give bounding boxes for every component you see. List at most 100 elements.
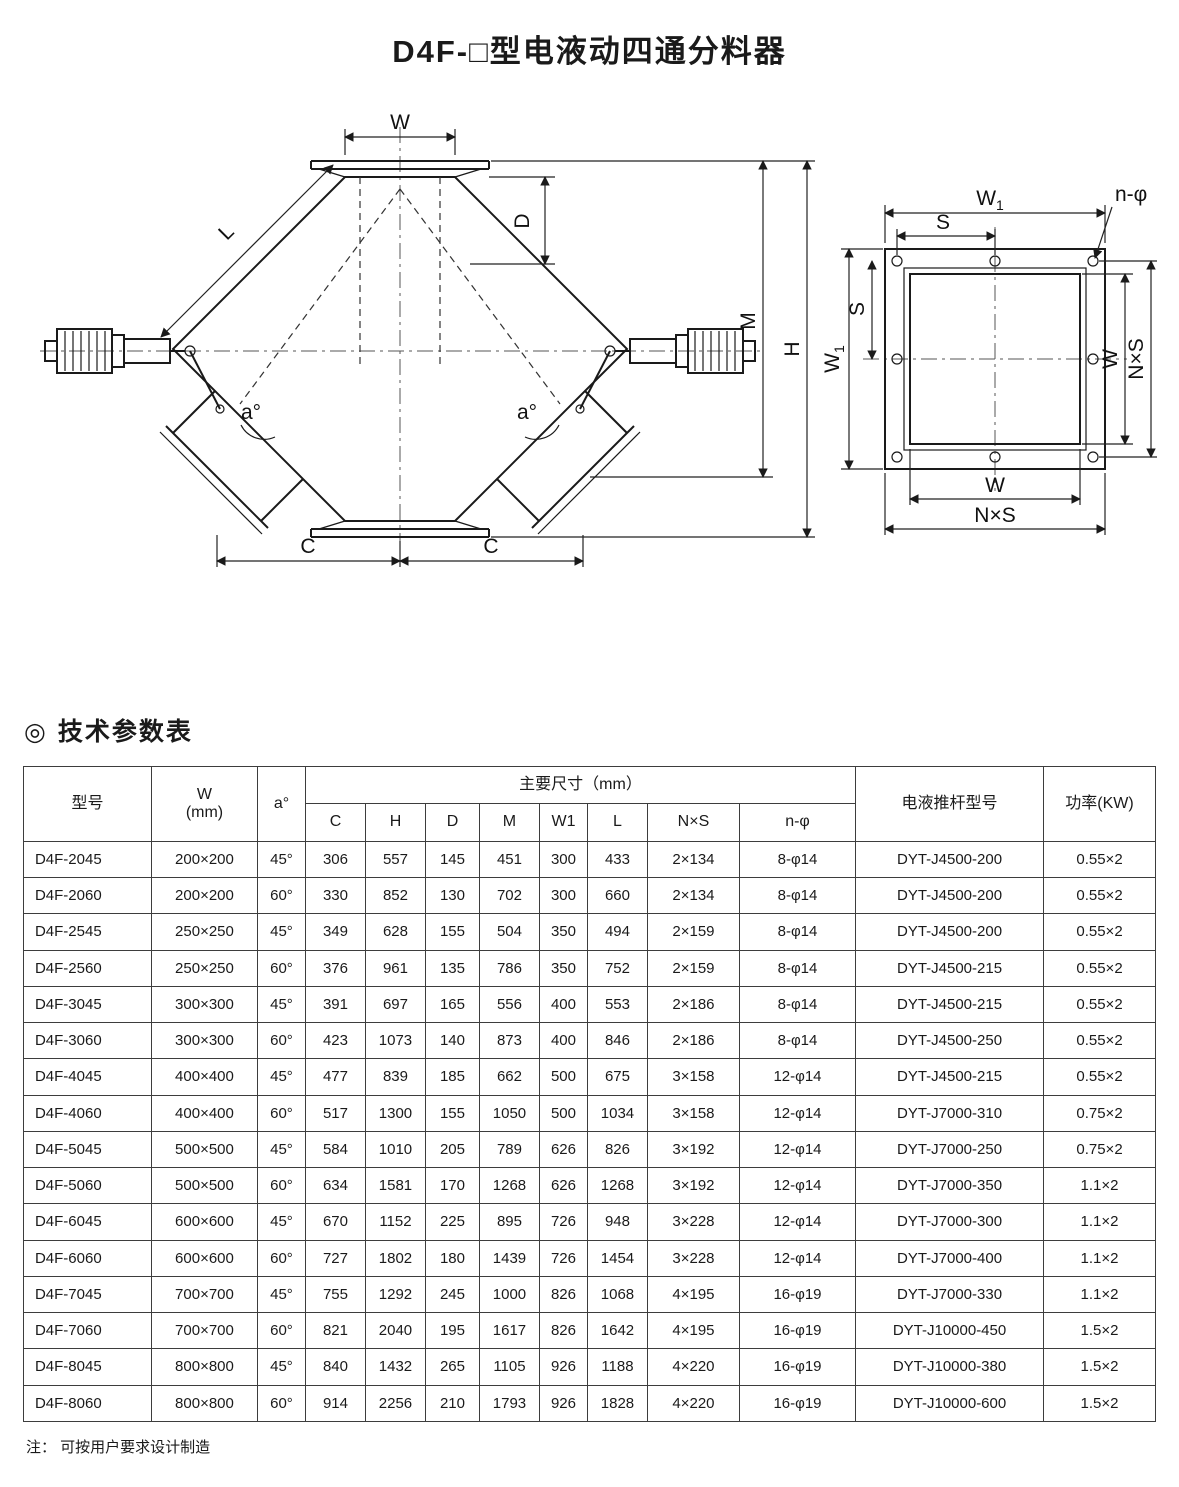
- table-cell: 726: [538, 1239, 588, 1277]
- table-cell: 557: [364, 840, 426, 879]
- table-cell: 376: [304, 949, 366, 987]
- drawing-area: W D L M H: [15, 109, 1165, 584]
- table-cell: D4F-6060: [22, 1239, 152, 1277]
- table-cell: 1439: [478, 1239, 540, 1277]
- col-header-power: 功率(KW): [1043, 766, 1157, 842]
- table-cell: 660: [586, 877, 648, 915]
- col-header-l: L: [586, 803, 648, 842]
- table-cell: 800×800: [150, 1348, 258, 1386]
- table-cell: 155: [424, 913, 480, 951]
- table-cell: 400: [538, 1022, 588, 1060]
- table-cell: 846: [586, 1022, 648, 1060]
- table-cell: 195: [424, 1312, 480, 1350]
- table-cell: 210: [424, 1384, 480, 1422]
- dim-label-ns-bottom: N×S: [974, 504, 1015, 527]
- col-header-h: H: [364, 803, 426, 842]
- col-header-c: C: [304, 803, 366, 842]
- table-cell: 145: [424, 840, 480, 879]
- table-cell: 400×400: [150, 1094, 258, 1132]
- table-cell: DYT-J4500-200: [855, 913, 1045, 951]
- table-cell: 670: [304, 1203, 366, 1241]
- col-header-model: 型号: [22, 766, 152, 842]
- table-cell: 45°: [256, 1203, 306, 1241]
- table-cell: 60°: [256, 1094, 306, 1132]
- dim-label-ns-right: N×S: [1125, 338, 1148, 379]
- table-cell: 12-φ14: [738, 1203, 857, 1241]
- table-cell: 60°: [256, 1167, 306, 1205]
- dim-label-w-right: W: [1099, 349, 1122, 369]
- table-cell: 4×195: [646, 1312, 740, 1350]
- table-cell: 1.5×2: [1043, 1348, 1157, 1386]
- table-cell: 839: [364, 1058, 426, 1096]
- table-cell: 45°: [256, 1275, 306, 1314]
- table-cell: 391: [304, 985, 366, 1024]
- table-cell: D4F-8060: [22, 1384, 152, 1422]
- table-cell: 8-φ14: [738, 985, 857, 1024]
- table-cell: D4F-8045: [22, 1348, 152, 1386]
- table-cell: 628: [364, 913, 426, 951]
- table-cell: D4F-3045: [22, 985, 152, 1024]
- table-cell: 914: [304, 1384, 366, 1422]
- table-cell: 300×300: [150, 1022, 258, 1060]
- dim-label-w1-top: W1: [976, 187, 1004, 213]
- section-heading-text: 技术参数表: [57, 718, 193, 746]
- table-cell: 1.1×2: [1043, 1239, 1157, 1277]
- table-cell: 517: [304, 1094, 366, 1132]
- table-cell: 755: [304, 1275, 366, 1314]
- table-cell: 130: [424, 877, 480, 915]
- table-cell: 1454: [586, 1239, 648, 1277]
- table-cell: 702: [478, 877, 540, 915]
- table-cell: 2256: [364, 1384, 426, 1422]
- table-cell: 1068: [586, 1275, 648, 1314]
- table-cell: 500: [538, 1094, 588, 1132]
- table-cell: 1010: [364, 1130, 426, 1169]
- table-cell: 165: [424, 985, 480, 1024]
- table-cell: 250×250: [150, 949, 258, 987]
- table-cell: 1828: [586, 1384, 648, 1422]
- dim-label-d: D: [511, 213, 534, 228]
- table-cell: 12-φ14: [738, 1167, 857, 1205]
- table-cell: 300: [538, 877, 588, 915]
- table-cell: 8-φ14: [738, 840, 857, 879]
- table-cell: 500×500: [150, 1167, 258, 1205]
- table-cell: 948: [586, 1203, 648, 1241]
- table-cell: DYT-J10000-450: [855, 1312, 1045, 1350]
- header-row-2: C H D M W1 L N×S n-φ: [23, 803, 1155, 842]
- table-cell: 2×134: [646, 840, 740, 879]
- table-cell: 0.55×2: [1043, 1058, 1157, 1096]
- table-cell: DYT-J4500-215: [855, 949, 1045, 987]
- section-marker-icon: ◎: [24, 718, 48, 746]
- table-cell: DYT-J7000-350: [855, 1167, 1045, 1205]
- table-cell: 726: [538, 1203, 588, 1241]
- dim-label-c-left: C: [300, 535, 315, 558]
- table-cell: 45°: [256, 985, 306, 1024]
- table-cell: 800×800: [150, 1384, 258, 1422]
- table-cell: D4F-4045: [22, 1058, 152, 1096]
- table-cell: 1432: [364, 1348, 426, 1386]
- col-header-w1: W1: [538, 803, 588, 842]
- table-cell: 45°: [256, 1348, 306, 1386]
- table-cell: 1188: [586, 1348, 648, 1386]
- table-cell: 12-φ14: [738, 1239, 857, 1277]
- table-cell: 1617: [478, 1312, 540, 1350]
- table-cell: 0.55×2: [1043, 1022, 1157, 1060]
- table-cell: 1268: [586, 1167, 648, 1205]
- table-cell: 423: [304, 1022, 366, 1060]
- table-cell: 12-φ14: [738, 1130, 857, 1169]
- table-cell: 2×159: [646, 913, 740, 951]
- header-row-1: 型号 W (mm) a° 主要尺寸（mm） 电液推杆型号 功率(KW): [22, 765, 1157, 842]
- table-cell: 826: [586, 1130, 648, 1169]
- table-cell: 200×200: [150, 840, 258, 879]
- table-cell: DYT-J7000-310: [855, 1094, 1045, 1132]
- table-cell: 1268: [478, 1167, 540, 1205]
- col-header-main-dims: 主要尺寸（mm）: [304, 765, 857, 805]
- col-header-nphi: n-φ: [738, 803, 857, 842]
- table-cell: 895: [478, 1203, 540, 1241]
- table-cell: DYT-J7000-400: [855, 1239, 1045, 1277]
